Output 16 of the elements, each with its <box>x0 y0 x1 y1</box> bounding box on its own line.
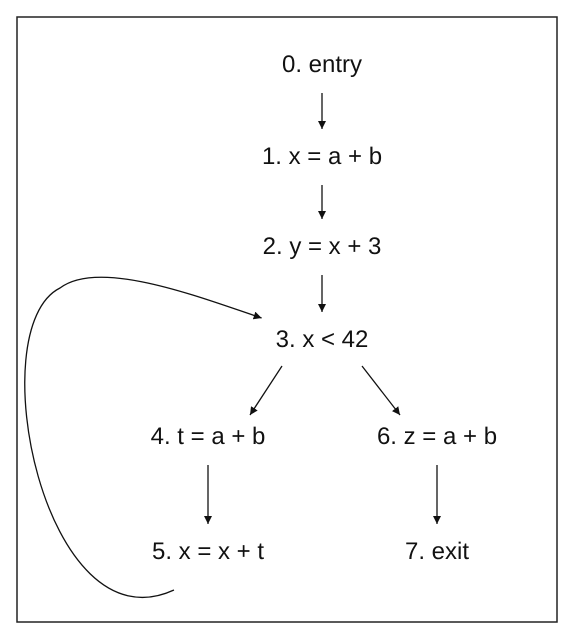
statement-label: 1. x = a + b <box>262 143 382 171</box>
statement-label: 5. x = x + t <box>152 538 264 566</box>
arrow <box>361 366 401 416</box>
statement-label: 3. x < 42 <box>276 326 368 354</box>
statement-label: 6. z = a + b <box>376 423 498 451</box>
arrow <box>204 465 212 524</box>
arrow <box>318 275 326 312</box>
arrow <box>318 185 326 219</box>
arrow <box>318 93 326 129</box>
statement-label: 4. t = a + b <box>150 423 266 451</box>
arrow <box>433 465 441 524</box>
statement-label: 7. exit <box>404 538 470 566</box>
arrow <box>24 276 262 598</box>
statement-label: 0. entry <box>282 51 362 79</box>
arrow <box>249 366 283 416</box>
statement-label: 2. y = x + 3 <box>262 233 382 261</box>
